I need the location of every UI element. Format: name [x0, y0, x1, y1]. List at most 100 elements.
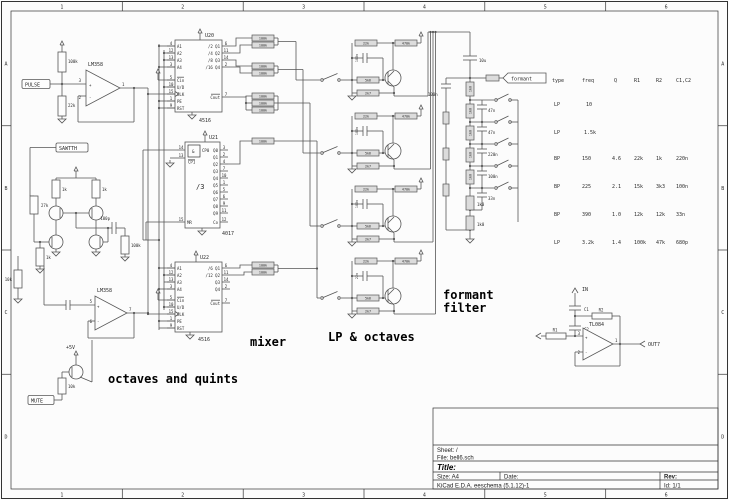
svg-text:5: 5	[170, 295, 173, 300]
port-pulse[interactable]: PULSE	[21, 79, 51, 89]
border-row-label: B	[4, 186, 7, 192]
transistor-npn-right[interactable]	[88, 234, 104, 257]
switch[interactable]	[494, 181, 512, 190]
resistor[interactable]: 22k	[354, 112, 378, 120]
resistor-100k[interactable]: 100k	[57, 40, 78, 73]
titleblock-size: Size: A4	[437, 475, 460, 481]
resistor[interactable]: 1k0	[465, 169, 475, 185]
capacitor-input[interactable]	[65, 300, 71, 310]
resistor[interactable]: 470k	[394, 39, 418, 47]
resistor[interactable]: 470k	[394, 112, 418, 120]
resistor-27k[interactable]: 27k	[29, 195, 49, 215]
resistor-r1[interactable]: R1	[545, 328, 567, 340]
svg-text:100k: 100k	[634, 240, 646, 246]
switch[interactable]	[320, 219, 341, 228]
minus-sign: -	[585, 350, 587, 355]
resistor[interactable]: 1k0	[465, 125, 475, 141]
resistor-100k-core[interactable]: 100k	[120, 235, 141, 262]
svg-text:4: 4	[223, 159, 226, 164]
resistor[interactable]: 1k0	[465, 81, 475, 97]
switch[interactable]	[320, 146, 341, 155]
formant-rung-2: 47n	[470, 115, 518, 146]
resistor[interactable]: 22k	[354, 39, 378, 47]
resistor[interactable]: 1k0	[465, 215, 485, 231]
transistor-pnp-right[interactable]	[88, 205, 104, 221]
svg-text:BP: BP	[554, 184, 560, 190]
resistor[interactable]	[442, 111, 450, 125]
switch[interactable]	[320, 291, 341, 300]
port-out[interactable]: OUT7	[639, 340, 660, 348]
svg-text:12k: 12k	[634, 212, 643, 218]
resistor[interactable]: 2k7	[356, 162, 380, 170]
resistor[interactable]: 22k	[354, 185, 378, 193]
svg-text:2: 2	[225, 62, 228, 67]
transistor[interactable]	[384, 142, 402, 161]
resistor[interactable]: 2k7	[356, 89, 380, 97]
resistor-10k[interactable]: 10k	[5, 269, 23, 304]
capacitor-c1[interactable]: C1	[569, 305, 589, 312]
svg-text:7: 7	[225, 92, 228, 97]
pin-number: 3	[578, 331, 581, 336]
switch[interactable]	[494, 93, 512, 102]
resistor-ref: R2	[599, 308, 604, 313]
switch[interactable]	[320, 73, 341, 82]
resistor[interactable]	[442, 147, 450, 161]
transistor[interactable]	[384, 215, 402, 234]
resistor-value: 470k	[402, 42, 410, 46]
section-label-octaves: octaves and quints	[108, 372, 238, 386]
resistor-value: 100k	[259, 271, 267, 275]
global-label-formant[interactable]: formant	[502, 72, 547, 84]
border-row-label: C	[721, 310, 724, 316]
resistor[interactable]: 5k6	[356, 149, 380, 157]
resistor[interactable]: 5k6	[356, 294, 380, 302]
svg-text:Q3: Q3	[213, 169, 218, 174]
resistor[interactable]: 2k7	[356, 235, 380, 243]
resistor[interactable]: 1k0	[465, 147, 475, 163]
mute-circuit[interactable]: 10k +5V	[54, 340, 93, 401]
resistor[interactable]: 5k6	[356, 222, 380, 230]
opamp-lm358-buf[interactable]: LM358 5 + 6 - 7	[90, 288, 132, 331]
resistor[interactable]: 1k0	[465, 103, 475, 119]
ic-and: &	[192, 149, 195, 154]
svg-text:4: 4	[170, 263, 173, 268]
switch[interactable]	[494, 159, 512, 168]
svg-text:4.6: 4.6	[612, 156, 621, 162]
resistor[interactable]: 470k	[394, 185, 418, 193]
resistor-22k[interactable]: 22k	[57, 95, 76, 124]
resistor-1k-right[interactable]: 1k	[91, 179, 107, 199]
port-in[interactable]: IN	[571, 287, 588, 294]
capacitor-value: 100p	[100, 216, 110, 221]
port-r1-input[interactable]	[535, 332, 542, 340]
transistor[interactable]	[384, 287, 402, 306]
port-mute[interactable]: MUTE	[27, 395, 55, 405]
resistor-value: 5k6	[365, 152, 371, 156]
transistor-npn-left[interactable]	[48, 234, 64, 257]
port-sawtooth[interactable]: SAWTTH	[55, 142, 89, 153]
transistor-pnp-left[interactable]	[48, 205, 64, 221]
border-col-label: 1	[60, 5, 63, 11]
capacitor-left[interactable]: 100n	[428, 83, 451, 97]
opamp-tl084[interactable]: TL084 3 + 2 - 1	[578, 322, 618, 361]
resistor-1k-bottom[interactable]: 1k	[35, 247, 51, 274]
border-col-label: 1	[60, 493, 63, 499]
mixer-resistors[interactable]: 100k 100k 100k 100k 100k 100k 100k 100k …	[251, 34, 275, 276]
resistor[interactable]	[442, 183, 450, 197]
capacitor-10u[interactable]: 10u	[463, 55, 487, 63]
capacitor-100p[interactable]: 100p	[100, 216, 117, 234]
resistor[interactable]: 470k	[394, 257, 418, 265]
resistor[interactable]: 5k6	[356, 76, 380, 84]
svg-text:13: 13	[179, 153, 184, 158]
resistor[interactable]	[485, 74, 500, 82]
resistor[interactable]: 22k	[354, 257, 378, 265]
transistor[interactable]	[384, 69, 402, 88]
opamp-lm358-osc[interactable]: LM358 3 + 2 - 1	[79, 62, 125, 107]
resistor-1k-left[interactable]: 1k	[51, 179, 67, 199]
switch[interactable]	[494, 115, 512, 124]
switch[interactable]	[494, 137, 512, 146]
resistor-r2[interactable]: R2	[591, 308, 613, 320]
border-row-label: A	[721, 62, 724, 68]
resistor[interactable]: 2k7	[356, 307, 380, 315]
